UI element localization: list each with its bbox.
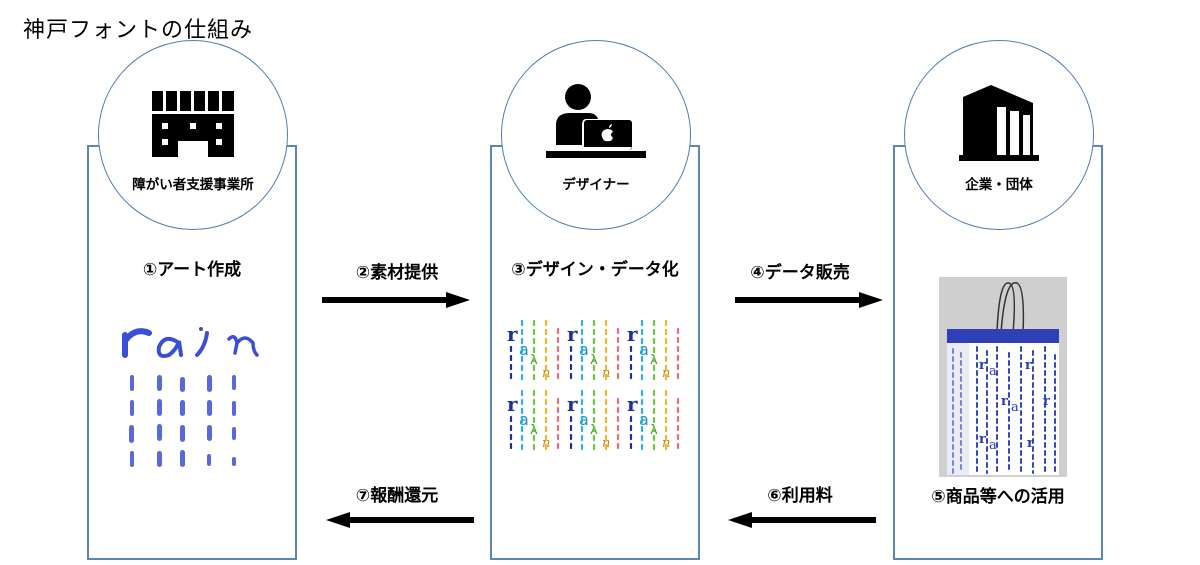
svg-text:a: a <box>1011 400 1019 415</box>
left-arrow-icon <box>326 512 474 528</box>
designer-circle: デザイナー <box>501 40 691 230</box>
svg-text:a: a <box>989 364 997 379</box>
facility-building-icon <box>152 91 234 157</box>
handwritten-rain-artwork <box>122 327 259 467</box>
svg-text:r: r <box>1027 436 1034 451</box>
rain-pattern-design: r a λ n <box>507 319 680 455</box>
designer-label: デザイナー <box>562 177 630 193</box>
designer-laptop-icon <box>546 84 646 158</box>
svg-text:r: r <box>979 358 986 373</box>
facility-label: 障がい者支援事業所 <box>132 177 254 193</box>
step-3-label: ③デザイン・データ化 <box>511 260 679 280</box>
right-arrow-icon <box>735 292 883 308</box>
step-1-label: ①アート作成 <box>142 260 242 280</box>
step-4-label: ④データ販売 <box>750 263 850 283</box>
right-arrow-icon <box>322 292 470 308</box>
step-2-label: ②素材提供 <box>355 263 439 283</box>
page-title: 神戸フォントの仕組み <box>23 18 254 43</box>
svg-text:r: r <box>1025 358 1032 373</box>
company-label: 企業・団体 <box>965 177 1033 193</box>
step-6-label: ⑥利用料 <box>767 486 833 506</box>
step-5-label: ⑤商品等への活用 <box>931 487 1065 507</box>
svg-text:r: r <box>1043 394 1050 409</box>
step-7-label: ⑦報酬還元 <box>355 486 439 506</box>
left-arrow-icon <box>728 512 876 528</box>
office-building-icon <box>959 85 1039 161</box>
svg-text:a: a <box>989 438 997 453</box>
facility-circle: 障がい者支援事業所 <box>98 40 288 230</box>
company-circle: 企業・団体 <box>904 40 1094 230</box>
svg-text:r: r <box>979 432 986 447</box>
svg-text:r: r <box>1001 394 1008 409</box>
